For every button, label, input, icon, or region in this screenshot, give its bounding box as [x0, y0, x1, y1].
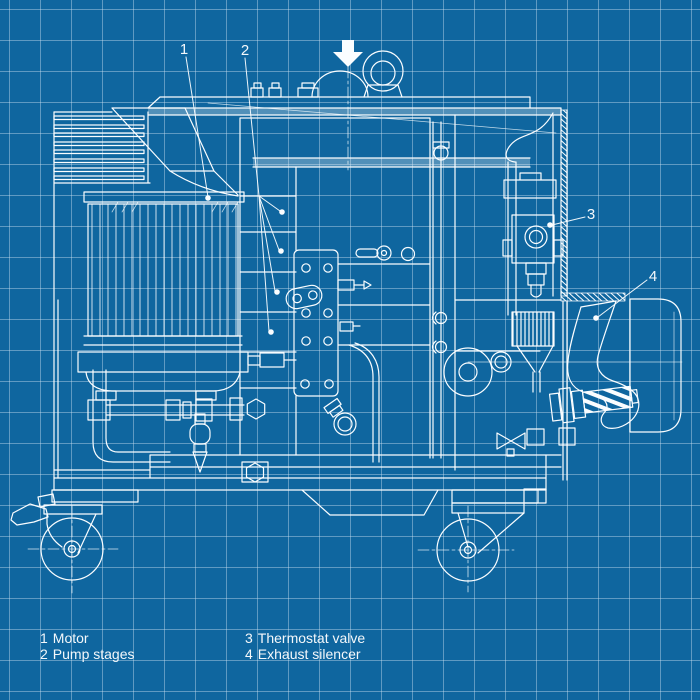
bolt-plate: [285, 249, 339, 397]
pump-flange: [443, 347, 493, 397]
callout-number-4: 4: [649, 268, 657, 285]
sight-glass-detail: [355, 245, 416, 262]
callouts: 1 2 3 4: [180, 41, 657, 335]
top-fittings: [250, 40, 404, 171]
exhaust-silencer-group: [467, 298, 683, 433]
brake-lever: [10, 503, 49, 526]
pipe-hex-nut: [246, 398, 266, 420]
callout-number-1: 1: [180, 41, 188, 58]
oil-pipe: [323, 342, 380, 463]
down-arrow-icon: [333, 40, 363, 67]
thermostat-valve-group: [443, 112, 576, 457]
caster-left: [10, 493, 119, 594]
legend-label: Motor: [52, 630, 89, 646]
cross-member: [301, 489, 439, 516]
thermostat-housing: [511, 214, 555, 264]
machine-housing: [51, 96, 626, 516]
legend-label: Exhaust silencer: [257, 646, 361, 662]
oil-ring: [333, 412, 357, 436]
thermostat-ring: [524, 225, 548, 249]
hose-connector: [548, 385, 639, 424]
legend-number: 4: [245, 646, 253, 662]
pump-stages-group: [239, 117, 531, 463]
callout-leader-4: [597, 279, 648, 318]
top-bolt: [250, 87, 264, 98]
legend-label: Thermostat valve: [257, 630, 366, 646]
legend-number: 3: [245, 630, 253, 646]
motor-cooling-fins: [91, 203, 237, 337]
silencer-horn: [580, 300, 640, 429]
drain-cock: [189, 413, 211, 473]
legend-number: 2: [40, 646, 48, 662]
callout-leader-1: [185, 56, 209, 198]
callout-leader-2: [244, 57, 281, 332]
callout-leader-3: [551, 216, 586, 226]
top-bolt: [268, 87, 282, 98]
gas-ballast-column: [431, 114, 456, 471]
knurled-cap: [511, 311, 555, 347]
callout-number-2: 2: [241, 42, 249, 59]
side-fittings: [247, 279, 372, 368]
callout-number-3: 3: [587, 206, 595, 223]
motor-group: [77, 191, 249, 401]
frame-hex-fitting: [245, 462, 265, 483]
fan-cover: [53, 111, 151, 184]
pipework: [87, 369, 266, 473]
caster-right: [417, 502, 525, 593]
silencer-canister: [629, 298, 682, 433]
legend-label: Pump stages: [52, 646, 135, 662]
lifting-eye: [362, 50, 404, 98]
intake-funnel: [111, 107, 239, 197]
legend-number: 1: [40, 630, 48, 646]
dome-cover: [311, 70, 369, 98]
top-bolt: [297, 87, 319, 98]
drain-valve: [496, 432, 512, 450]
